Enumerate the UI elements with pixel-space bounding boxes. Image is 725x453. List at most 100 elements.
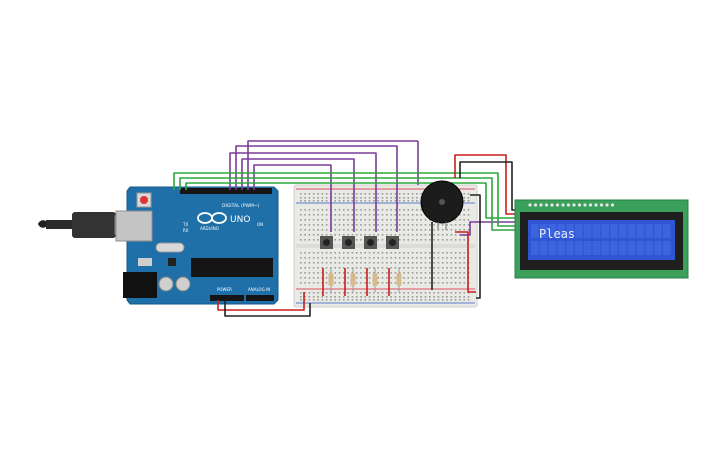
breadboard-hole bbox=[394, 272, 397, 274]
breadboard-holes bbox=[300, 193, 470, 301]
breadboard-hole bbox=[437, 234, 440, 236]
breadboard-hole bbox=[411, 197, 414, 199]
wire-purple-1[interactable] bbox=[229, 152, 377, 232]
lcd-cell bbox=[627, 241, 636, 255]
breadboard-hole bbox=[351, 193, 354, 195]
breadboard-hole bbox=[334, 282, 336, 284]
breadboard-hole bbox=[312, 272, 315, 274]
button-4[interactable] bbox=[386, 236, 399, 249]
wires[interactable] bbox=[173, 140, 516, 317]
breadboard-hole bbox=[403, 224, 405, 226]
power-header bbox=[210, 295, 244, 301]
wire-green-1[interactable] bbox=[173, 172, 516, 227]
button-2[interactable] bbox=[342, 236, 355, 249]
breadboard-hole bbox=[424, 292, 427, 294]
breadboard-hole bbox=[360, 200, 362, 202]
wire-purple-lcd[interactable] bbox=[460, 221, 516, 236]
breadboard-hole bbox=[334, 214, 336, 216]
arduino-board[interactable]: DIGITAL (PWM~) UNO ARDUINO TX RX ON POWE… bbox=[115, 186, 279, 305]
breadboard-hole bbox=[450, 277, 453, 279]
wire-red-lcd[interactable] bbox=[454, 154, 516, 215]
breadboard-hole bbox=[429, 219, 431, 221]
lcd-cell bbox=[645, 224, 653, 238]
breadboard-hole bbox=[351, 200, 354, 202]
resistor-2[interactable] bbox=[350, 268, 356, 292]
breadboard-hole bbox=[308, 219, 311, 221]
wire-red-power[interactable] bbox=[217, 292, 305, 311]
breadboard-hole bbox=[317, 272, 319, 274]
breadboard-hole bbox=[317, 239, 319, 241]
button-2-cap[interactable] bbox=[345, 239, 352, 246]
resistor-3[interactable] bbox=[372, 268, 378, 292]
button-4-cap[interactable] bbox=[389, 239, 396, 246]
wire-black-lcd[interactable] bbox=[459, 161, 516, 211]
lcd-module[interactable]: Pleas bbox=[514, 199, 689, 279]
resistors[interactable] bbox=[328, 268, 402, 292]
breadboard-hole bbox=[360, 209, 362, 211]
button-3-cap[interactable] bbox=[367, 239, 374, 246]
breadboard-hole bbox=[377, 214, 379, 216]
push-buttons[interactable] bbox=[320, 236, 399, 249]
breadboard-hole bbox=[308, 272, 311, 274]
breadboard-hole bbox=[381, 214, 384, 216]
lcd-cell bbox=[619, 224, 627, 238]
breadboard-hole bbox=[386, 282, 388, 284]
breadboard-hole bbox=[424, 234, 427, 236]
breadboard-hole bbox=[424, 252, 427, 254]
button-3[interactable] bbox=[364, 236, 377, 249]
wire-red-buzzer[interactable] bbox=[455, 231, 476, 293]
breadboard-hole bbox=[416, 200, 418, 202]
wire-purple-3[interactable] bbox=[241, 158, 355, 232]
breadboard-hole bbox=[338, 252, 341, 254]
breadboard-hole bbox=[429, 252, 431, 254]
breadboard-hole bbox=[373, 229, 375, 231]
breadboard-hole bbox=[429, 229, 431, 231]
breadboard-hole bbox=[441, 257, 444, 259]
breadboard-hole bbox=[377, 234, 379, 236]
breadboard-hole bbox=[364, 257, 367, 259]
wire-black-rail[interactable] bbox=[470, 194, 481, 299]
breadboard-hole bbox=[381, 277, 384, 279]
breadboard-hole bbox=[411, 229, 414, 231]
reset-button-cap[interactable] bbox=[140, 196, 148, 204]
usb-cable-wire bbox=[46, 220, 74, 229]
breadboard-hole bbox=[424, 296, 427, 298]
breadboard-hole bbox=[351, 229, 354, 231]
resistor-1[interactable] bbox=[328, 268, 334, 292]
breadboard-hole bbox=[459, 224, 461, 226]
wire-black-gnd[interactable] bbox=[224, 300, 311, 317]
breadboard-hole bbox=[368, 296, 371, 298]
wire-purple-2[interactable] bbox=[235, 145, 398, 232]
breadboard-hole bbox=[398, 209, 401, 211]
breadboard-hole bbox=[373, 257, 375, 259]
button-1[interactable] bbox=[320, 236, 333, 249]
wire-green-2[interactable] bbox=[179, 177, 516, 231]
breadboard-hole bbox=[441, 252, 444, 254]
wire-green-3[interactable] bbox=[185, 182, 516, 219]
breadboard-hole bbox=[377, 267, 379, 269]
breadboard-hole bbox=[386, 234, 388, 236]
lcd-cell bbox=[548, 224, 557, 238]
lcd-cell bbox=[548, 241, 557, 255]
breadboard-hole bbox=[386, 299, 388, 301]
button-1-cap[interactable] bbox=[323, 239, 330, 246]
breadboard-hole bbox=[416, 209, 418, 211]
breadboard-hole bbox=[364, 224, 367, 226]
breadboard-hole bbox=[330, 267, 332, 269]
piezo-buzzer[interactable] bbox=[420, 180, 464, 230]
breadboard-hole bbox=[454, 234, 457, 236]
breadboard-hole bbox=[343, 209, 345, 211]
breadboard-hole bbox=[321, 267, 324, 269]
breadboard-hole bbox=[334, 209, 336, 211]
breadboard-hole bbox=[321, 200, 324, 202]
breadboard-hole bbox=[381, 209, 384, 211]
breadboard-hole bbox=[347, 197, 349, 199]
breadboard-hole bbox=[368, 234, 371, 236]
breadboard-hole bbox=[364, 234, 367, 236]
breadboard-hole bbox=[308, 234, 311, 236]
breadboard-hole bbox=[364, 214, 367, 216]
breadboard-hole bbox=[325, 197, 328, 199]
resistor-4[interactable] bbox=[396, 268, 402, 292]
breadboard-hole bbox=[394, 193, 397, 195]
